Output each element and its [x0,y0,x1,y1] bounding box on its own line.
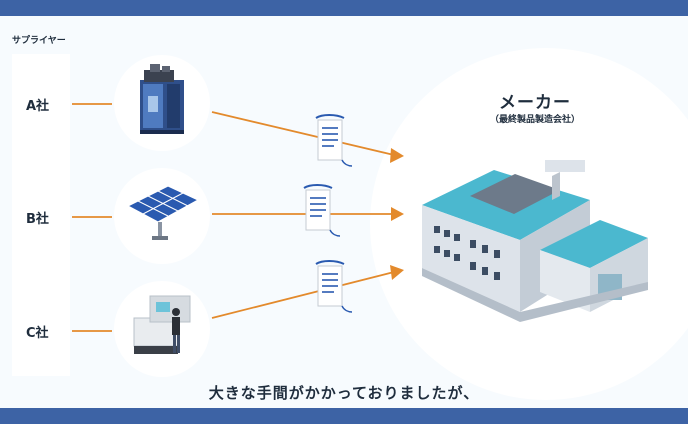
caption-text: 大きな手間がかかっておりましたが、 [208,384,480,402]
factory-icon [422,160,648,322]
maker-subtitle: （最終製品製造会社） [489,115,580,125]
arrow-c [211,271,395,319]
maker-title: メーカー [499,93,571,113]
arrow-heads [390,148,404,280]
company-label-b: B社 [26,212,49,227]
arrow-a [211,111,395,156]
document-icon-b [303,184,341,237]
company-label-c: C社 [26,326,49,341]
arrow-head-c [390,265,404,280]
flow-arrows [211,111,395,319]
bottom-bar [0,408,688,424]
document-icon-a [315,114,353,167]
document-icon-c [315,260,353,313]
solar-panel-icon [126,185,200,240]
company-label-a: A社 [26,99,50,114]
supplier-panel [12,54,70,376]
machine-a-icon [140,64,184,134]
arrow-head-b [391,207,404,221]
top-bar [0,0,688,16]
supplier-section-title: サプライヤー [12,36,66,46]
arrow-head-a [390,148,404,163]
machinery-worker-icon [133,295,191,354]
label-connectors [72,103,112,332]
